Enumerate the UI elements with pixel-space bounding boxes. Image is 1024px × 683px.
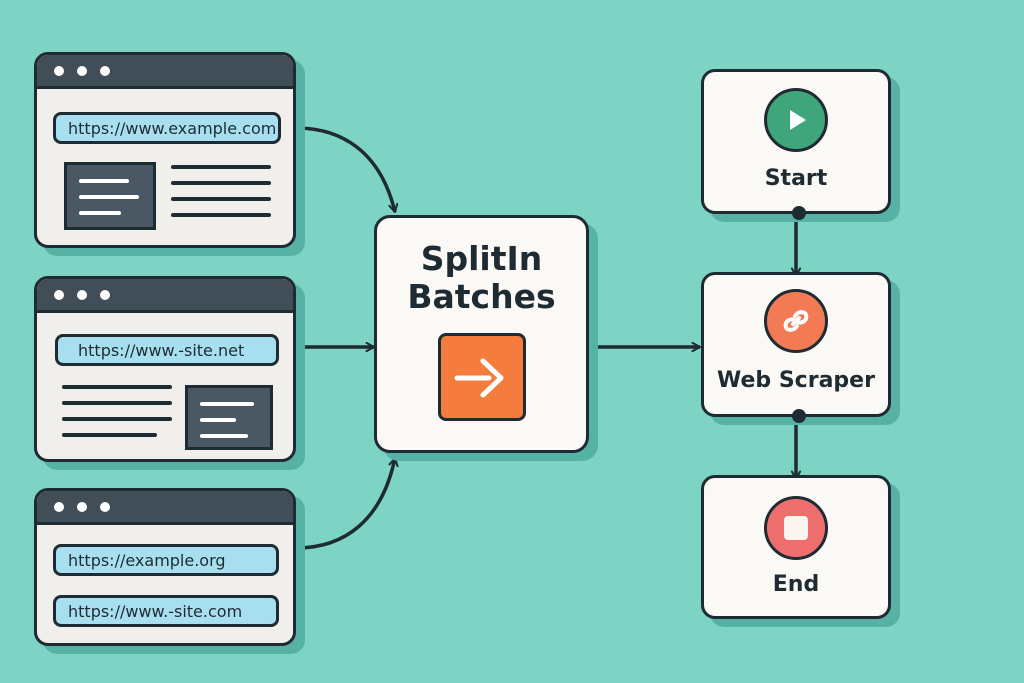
text-line — [171, 213, 271, 217]
text-line — [171, 165, 271, 169]
web-scraper-label: Web Scraper — [717, 368, 875, 393]
title-line-2: Batches — [407, 277, 556, 316]
start-label: Start — [764, 166, 828, 191]
window-title-bar — [37, 491, 293, 525]
window-control-dot — [54, 65, 64, 76]
url-field[interactable]: https://example.org — [53, 544, 279, 576]
window-control-dot — [54, 501, 64, 512]
stop-icon — [764, 496, 828, 560]
url-field[interactable]: https://www.example.com — [53, 112, 281, 144]
play-icon — [764, 88, 828, 152]
start-node[interactable]: Start — [701, 69, 891, 220]
window-title-bar — [37, 279, 293, 313]
end-label: End — [772, 572, 820, 597]
image-placeholder — [185, 385, 273, 450]
wire-browser-3-to-splitter — [295, 458, 395, 550]
browser-window-2: https://www.-site.net — [34, 276, 296, 462]
web-scraper-node[interactable]: Web Scraper — [701, 272, 891, 423]
window-control-dot — [54, 289, 64, 300]
window-title-bar — [37, 55, 293, 89]
split-in-batches-title: SplitIn Batches — [377, 240, 586, 316]
url-field[interactable]: https://www.-site.net — [55, 334, 279, 366]
text-line — [171, 181, 271, 185]
window-control-dot — [100, 65, 110, 76]
wire-browser-1-to-splitter — [295, 126, 395, 212]
window-control-dot — [77, 65, 87, 76]
text-line — [171, 197, 271, 201]
text-line — [62, 401, 172, 405]
text-line — [62, 417, 172, 421]
output-port[interactable] — [792, 409, 806, 423]
end-node[interactable]: End — [701, 475, 891, 619]
title-line-1: SplitIn — [420, 239, 543, 278]
browser-window-1: https://www.example.com — [34, 52, 296, 248]
split-in-batches-node[interactable]: SplitIn Batches — [374, 215, 589, 453]
text-line — [62, 433, 157, 437]
text-line — [62, 385, 172, 389]
window-control-dot — [77, 289, 87, 300]
url-field[interactable]: https://www.-site.com — [53, 595, 279, 627]
browser-window-3: https://example.org https://www.-site.co… — [34, 488, 296, 646]
image-placeholder — [64, 162, 156, 230]
arrow-right-icon — [438, 333, 526, 421]
output-port[interactable] — [792, 206, 806, 220]
window-control-dot — [77, 501, 87, 512]
link-icon — [764, 289, 828, 353]
window-control-dot — [100, 289, 110, 300]
window-control-dot — [100, 501, 110, 512]
